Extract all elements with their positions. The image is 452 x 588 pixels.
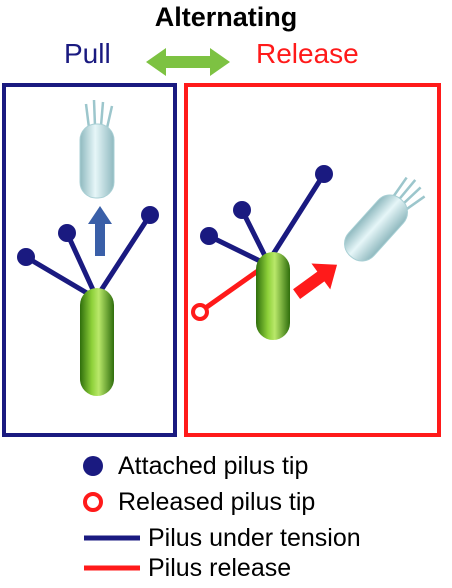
- attached-tip-marker: [141, 206, 159, 224]
- release-move-arrow-icon: [293, 263, 338, 299]
- pull-panel: [2, 83, 177, 437]
- diagram-title: Alternating: [154, 2, 298, 32]
- bacterium-cell-release: [256, 252, 290, 340]
- release-label: Release: [256, 38, 359, 69]
- release-panel: [184, 83, 441, 437]
- legend-pilus-release: Pilus release: [0, 553, 452, 583]
- release-attached-tips: [200, 165, 333, 245]
- attached-tip-marker: [17, 248, 35, 266]
- pull-up-arrow-icon: [88, 206, 112, 256]
- ghost-cell-release: [344, 176, 426, 262]
- released-tip-marker: [191, 303, 209, 321]
- pull-label: Pull: [64, 38, 111, 69]
- legend-attached-tip-icon: [83, 456, 103, 476]
- legend-released-tip-icon: [83, 492, 103, 512]
- attached-tip-marker: [200, 227, 218, 245]
- bacterium-cell-pull: [80, 288, 114, 396]
- legend-under-tension-label: Pilus under tension: [148, 524, 361, 552]
- attached-tip-marker: [315, 165, 333, 183]
- legend-attached-tip: Attached pilus tip: [0, 451, 452, 481]
- released-pilus: [201, 265, 265, 312]
- pull-pili: [23, 212, 153, 299]
- exchange-arrow-icon: [146, 48, 230, 76]
- legend-released-tip: Released pilus tip: [0, 487, 452, 517]
- legend-released-tip-label: Released pilus tip: [118, 488, 316, 516]
- release-tension-pili: [206, 171, 327, 265]
- attached-tip-marker: [58, 224, 76, 242]
- legend-under-tension: Pilus under tension: [0, 523, 452, 553]
- legend-pilus-release-label: Pilus release: [148, 554, 292, 582]
- legend-attached-tip-label: Attached pilus tip: [118, 452, 309, 480]
- ghost-cell-pull: [79, 99, 115, 199]
- pull-attached-tips: [17, 206, 159, 266]
- attached-tip-marker: [233, 201, 251, 219]
